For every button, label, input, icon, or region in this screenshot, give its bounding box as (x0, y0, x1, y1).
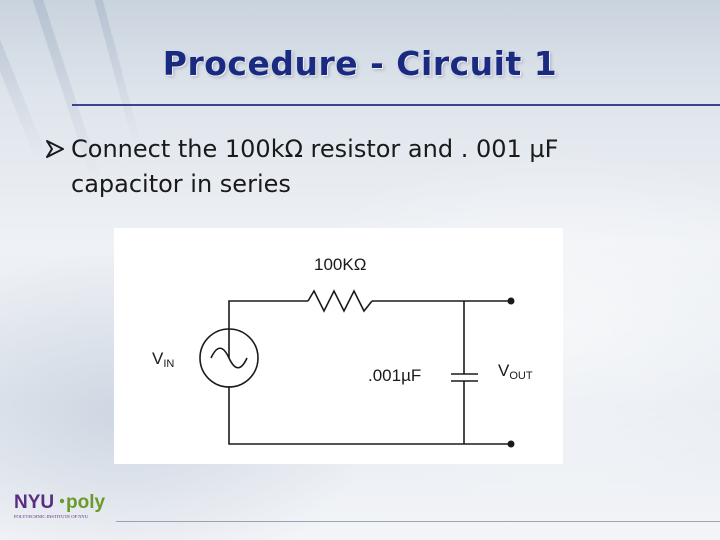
arrow-bullet-icon (46, 140, 64, 158)
output-terminal-bottom (507, 440, 515, 448)
output-label: VOUT (498, 361, 533, 382)
footer-divider (116, 521, 720, 522)
bullet-text-line-2: capacitor in series (71, 170, 291, 198)
logo-nyu: NYU (14, 492, 54, 513)
circuit-svg: 100KΩ VIN .001µF VOUT (152, 255, 533, 448)
source-label: VIN (152, 349, 174, 370)
logo-dot-icon (59, 498, 65, 504)
ac-source-symbol (199, 328, 259, 388)
capacitor-label: .001µF (368, 366, 421, 385)
ac-sine-icon (210, 347, 248, 369)
slide-title: Procedure - Circuit 1 (162, 44, 558, 83)
logo-svg: NYU poly POLYTECHNIC INSTITUTE OF NYU (14, 492, 105, 519)
circuit-diagram: 100KΩ VIN .001µF VOUT (114, 228, 563, 464)
output-terminal-top (507, 297, 515, 305)
logo-poly: poly (66, 492, 105, 513)
logo-subtext: POLYTECHNIC INSTITUTE OF NYU (14, 514, 89, 519)
bullet-text-line-1: Connect the 100kΩ resistor and . 001 µF (71, 135, 559, 163)
top-wire-left (228, 300, 308, 358)
resistor-symbol (307, 289, 373, 313)
resistor-label: 100KΩ (314, 255, 366, 274)
bottom-wire (228, 386, 511, 445)
nyu-poly-logo: NYU poly POLYTECHNIC INSTITUTE OF NYU (12, 486, 122, 522)
bullet-text: Connect the 100kΩ resistor and . 001 µF … (71, 132, 671, 202)
title-underline (72, 104, 720, 106)
